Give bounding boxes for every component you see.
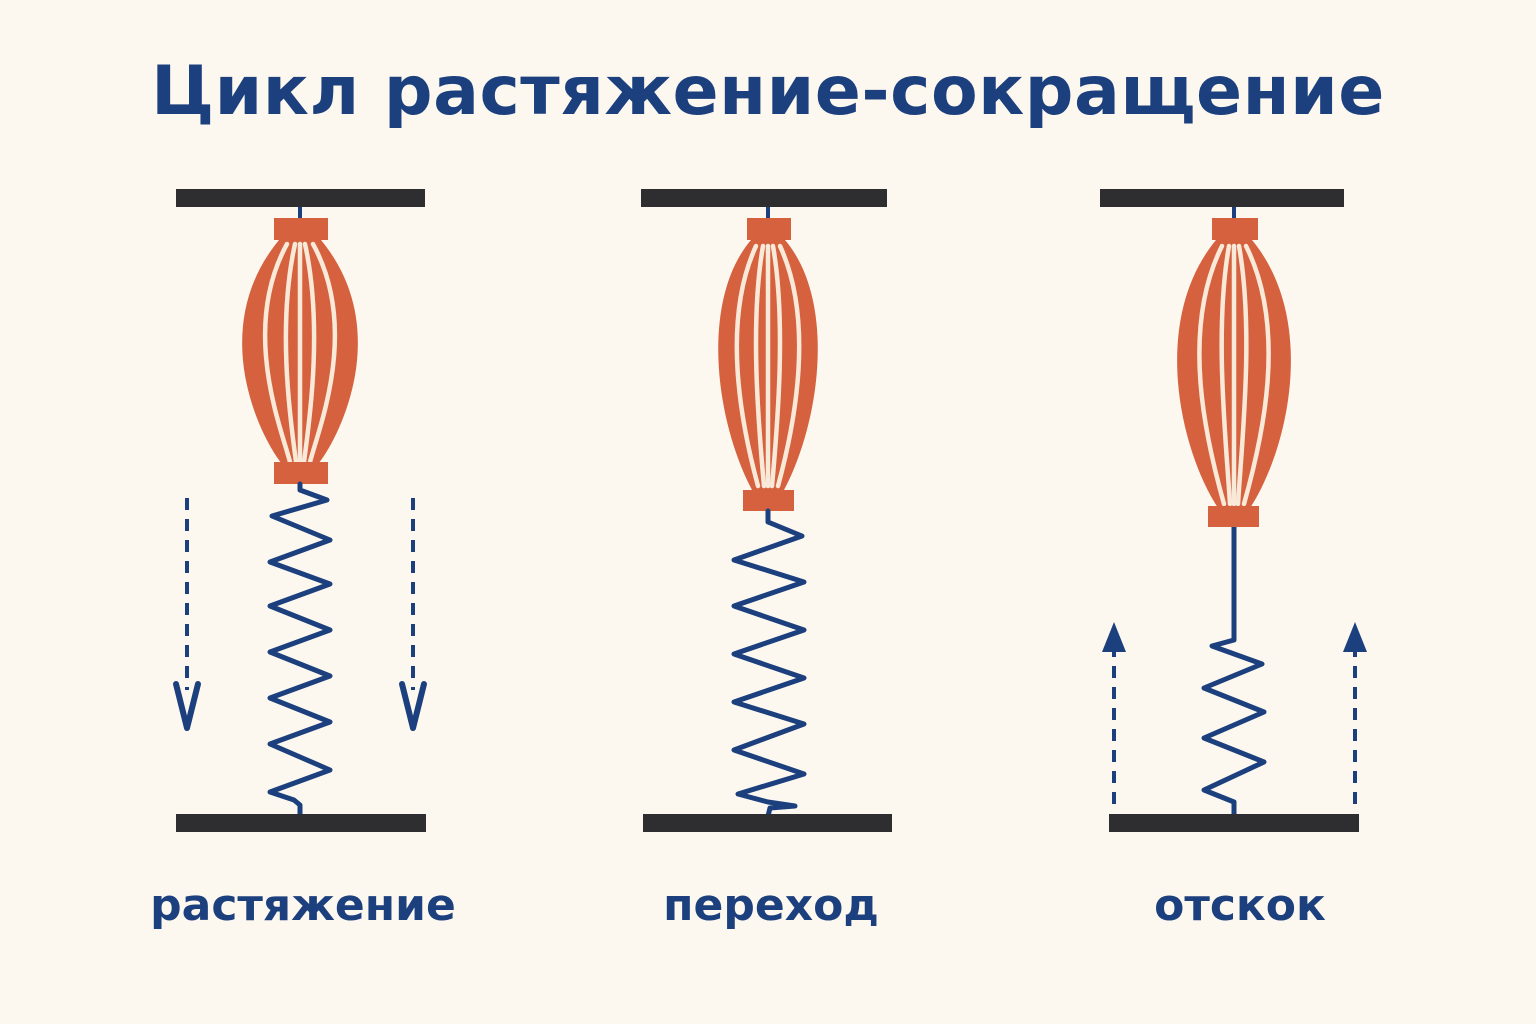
rebound-arrow-right-head: [1343, 622, 1367, 652]
spring: [267, 481, 333, 819]
bottom-plate: [1109, 814, 1359, 832]
stage-label-stretch: растяжение: [150, 880, 456, 931]
muscle-fibers: [1197, 243, 1271, 507]
muscle-bottom-tendon: [274, 462, 328, 484]
diagram-title: Цикл растяжение-сокращение: [151, 52, 1385, 131]
muscle-fibers: [262, 241, 338, 465]
top-plate: [641, 189, 887, 207]
spring: [1201, 629, 1267, 819]
stretch-arrow-left-head: [173, 681, 201, 731]
stage-transition: [641, 189, 892, 832]
muscle-bottom-tendon: [1208, 506, 1259, 527]
bottom-plate: [643, 814, 892, 832]
stretch-arrow-right-head: [399, 681, 427, 731]
muscle-fibers: [734, 243, 802, 489]
muscle-bottom-tendon: [743, 490, 794, 511]
muscle-top-tendon: [274, 218, 328, 240]
stage-rebound: [1100, 189, 1367, 832]
stage-stretch: [173, 189, 427, 832]
muscle-top-tendon: [747, 218, 791, 240]
spring: [731, 508, 807, 819]
bottom-plate: [176, 814, 426, 832]
stage-label-transition: переход: [663, 880, 879, 931]
top-plate: [176, 189, 425, 207]
muscle-top-tendon: [1212, 218, 1258, 240]
rebound-arrow-left-head: [1102, 622, 1126, 652]
top-plate: [1100, 189, 1344, 207]
stage-label-rebound: отскок: [1154, 880, 1326, 931]
